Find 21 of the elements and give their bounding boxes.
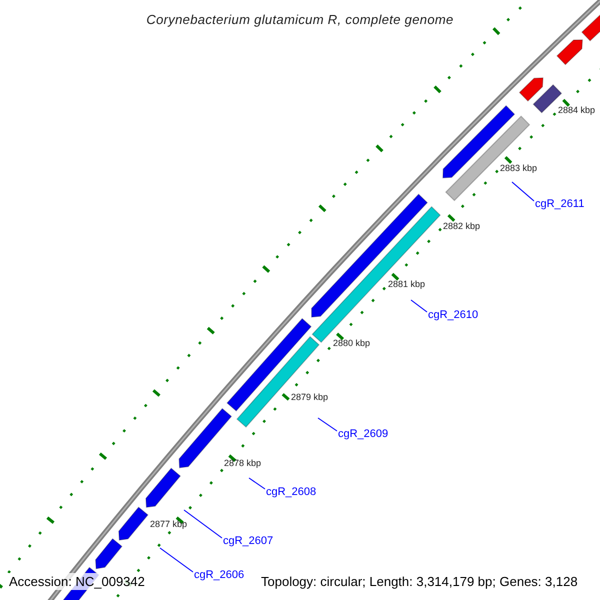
gene-label: cgR_2611: [535, 198, 584, 210]
scale-label: 2883 kbp: [500, 163, 538, 173]
gene-label: cgR_2606: [194, 569, 244, 581]
gene-label: cgR_2609: [338, 428, 388, 440]
leader-line: [318, 418, 338, 432]
scale-label: 2877 kbp: [150, 519, 188, 529]
gene-label: cgR_2607: [223, 535, 274, 547]
gene-label: cgR_2610: [428, 309, 478, 321]
scale-label: 2880 kbp: [333, 338, 370, 348]
gene-label: cgR_2608: [266, 486, 316, 498]
scale-label: 2878 kbp: [224, 458, 262, 468]
title: Corynebacterium glutamicum R, complete genome: [145, 11, 455, 29]
scale-label: 2884 kbp: [558, 105, 596, 115]
leader-line: [184, 510, 222, 538]
leader-line: [410, 300, 428, 312]
scale-label: 2882 kbp: [443, 221, 480, 231]
scale-label: 2879 kbp: [291, 392, 328, 402]
leader-line: [512, 182, 534, 202]
scale-label: 2881 kbp: [388, 279, 426, 289]
leader-line: [248, 478, 266, 490]
leader-line: [160, 548, 194, 572]
